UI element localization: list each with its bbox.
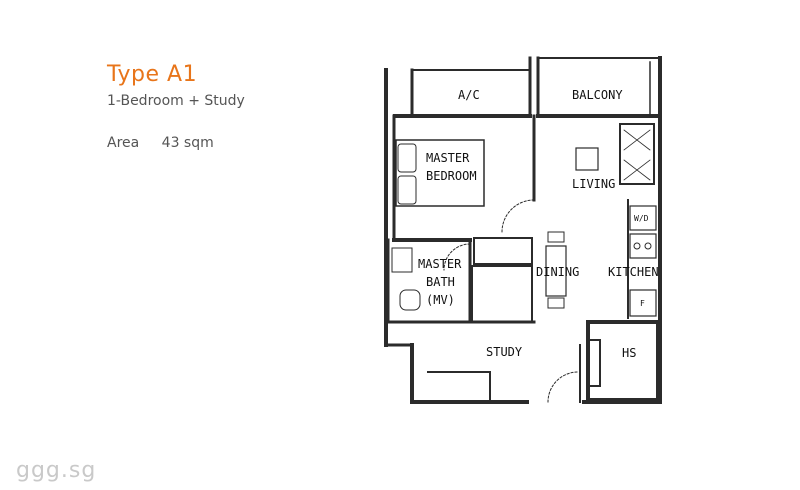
household-shelter — [586, 320, 660, 402]
fridge — [629, 289, 657, 317]
sofa-cushion-1 — [623, 129, 651, 151]
dining-table — [545, 245, 567, 297]
area-row: Area 43 sqm — [107, 135, 214, 151]
plan-walls — [384, 56, 662, 404]
bed — [395, 139, 485, 207]
washer-dryer — [629, 205, 657, 231]
fixture-label-fridge: F — [640, 299, 645, 308]
bath-store — [471, 265, 533, 323]
dining-chair-bottom — [547, 297, 565, 309]
room-label-master-bath-2: BATH — [426, 275, 455, 289]
study-door-arc — [547, 371, 579, 403]
pillow-2 — [397, 175, 417, 205]
hob-ring-2 — [644, 242, 652, 250]
hs-door-leaf — [587, 339, 601, 387]
room-label-master-bath-3: (MV) — [426, 293, 455, 307]
hob-ring-1 — [633, 242, 641, 250]
bedroom-door-arc — [501, 199, 535, 233]
room-label-kitchen: KITCHEN — [608, 265, 659, 279]
room-label-master-bedroom-1: MASTER — [426, 151, 470, 165]
room-label-balcony: BALCONY — [572, 88, 623, 102]
fixture-label-wd: W/D — [634, 214, 649, 223]
study-desk — [427, 371, 491, 401]
basin — [391, 247, 413, 273]
room-label-living: LIVING — [572, 177, 615, 191]
room-label-hs: HS — [622, 346, 636, 360]
room-label-master-bath-1: MASTER — [418, 257, 462, 271]
sofa-cushion-2 — [623, 159, 651, 181]
dining-chair-top — [547, 231, 565, 243]
room-label-master-bedroom-2: BEDROOM — [426, 169, 477, 183]
area-value: 43 sqm — [161, 135, 214, 151]
room-label-dining: DINING — [536, 265, 579, 279]
plan-title: Type A1 — [107, 62, 198, 87]
hob — [629, 233, 657, 259]
pillow-1 — [397, 143, 417, 173]
wardrobe — [473, 237, 533, 265]
watermark: ggg.sg — [16, 458, 97, 483]
coffee-table — [575, 147, 599, 171]
bath-door-arc — [443, 243, 471, 271]
room-label-ac: A/C — [458, 88, 480, 102]
plan-subtitle: 1-Bedroom + Study — [107, 93, 245, 109]
sofa — [619, 123, 655, 185]
area-label: Area — [107, 135, 140, 151]
toilet — [399, 289, 421, 311]
room-label-study: STUDY — [486, 345, 523, 359]
